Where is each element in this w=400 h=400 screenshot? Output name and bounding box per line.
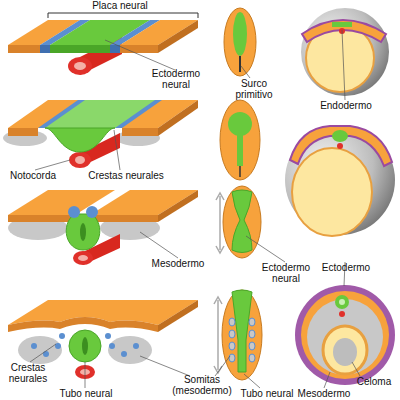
part-label: Surco primitivo [228, 78, 280, 100]
neural-groove-slab [3, 100, 198, 168]
part-label: Endodermo [316, 100, 376, 111]
part-label: Crestas neurales [0, 362, 56, 384]
part-label: Somitas (mesodermo) [166, 374, 238, 396]
part-label: Crestas neurales [80, 170, 172, 181]
part-label: Ectodermo neural [256, 262, 316, 284]
dorsal-views [214, 8, 262, 380]
neural-plate-slab [8, 20, 198, 75]
part-label: Mesodermo [148, 258, 208, 269]
bracket [48, 13, 198, 18]
leader-lines [30, 30, 360, 388]
part-label: Tubo neural [55, 388, 117, 399]
part-label: Ectodermo neural [146, 68, 206, 90]
part-label: Ectodermo [316, 262, 376, 273]
part-label: Notocorda [2, 170, 64, 181]
neural-fold-slab [8, 190, 198, 265]
part-label: Celoma [350, 376, 398, 387]
embryo-sections [285, 8, 395, 385]
part-label: Mesodermo [296, 388, 352, 399]
part-label: Tubo neural [236, 388, 298, 399]
part-label: Placa neural [80, 0, 160, 11]
